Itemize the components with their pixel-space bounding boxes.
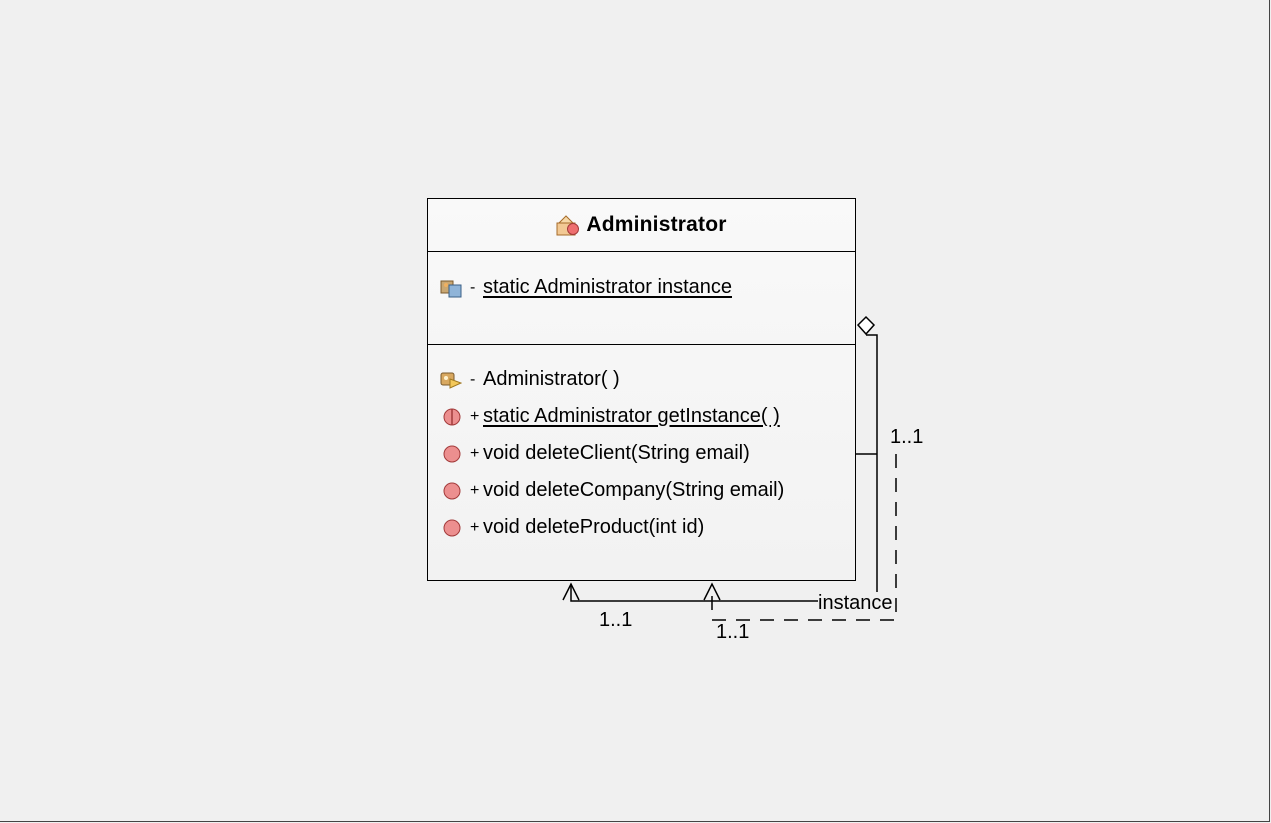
operation-visibility: - (470, 370, 476, 388)
operation-text: Administrator( ) (483, 368, 620, 390)
attribute-row[interactable]: - static Administrator instance (428, 269, 855, 306)
attribute-text: static Administrator instance (483, 276, 732, 298)
operation-text: void deleteClient(String email) (483, 442, 750, 464)
operation-row[interactable]: + void deleteCompany(String email) (428, 472, 855, 509)
method-icon (443, 519, 461, 537)
class-box-administrator[interactable]: Administrator - static Administrator ins… (427, 198, 856, 581)
method-icon (443, 445, 461, 463)
constructor-icon (440, 372, 462, 389)
attributes-compartment: - static Administrator instance (428, 252, 855, 345)
operation-row[interactable]: + static Administrator getInstance( ) (428, 398, 855, 435)
operation-row[interactable]: - Administrator( ) (428, 361, 855, 398)
static-method-icon (443, 408, 461, 426)
aggregation-diamond-icon (856, 315, 876, 336)
operation-row[interactable]: + void deleteClient(String email) (428, 435, 855, 472)
operation-visibility: + (470, 518, 480, 536)
arrowhead-right-icon (703, 582, 721, 601)
operation-text: static Administrator getInstance( ) (483, 405, 780, 427)
static-field-icon (440, 280, 462, 298)
operations-compartment: - Administrator( ) + static Administrato… (428, 345, 855, 546)
class-header: Administrator (428, 199, 855, 252)
class-name: Administrator (586, 213, 727, 236)
role-name-label: instance (818, 592, 893, 615)
operation-text: void deleteProduct(int id) (483, 516, 705, 538)
multiplicity-label: 1..1 (890, 426, 924, 448)
dependency-line[interactable] (711, 454, 897, 621)
operation-row[interactable]: + void deleteProduct(int id) (428, 509, 855, 546)
multiplicity-label: 1..1 (716, 621, 750, 643)
method-icon (443, 482, 461, 500)
arrowhead-left-icon (562, 582, 580, 601)
attribute-visibility: - (470, 278, 476, 296)
operation-visibility: + (470, 481, 480, 499)
operation-visibility: + (470, 444, 480, 462)
operation-visibility: + (470, 407, 480, 425)
multiplicity-label: 1..1 (599, 609, 633, 631)
operation-text: void deleteCompany(String email) (483, 479, 785, 501)
class-icon (556, 215, 580, 236)
